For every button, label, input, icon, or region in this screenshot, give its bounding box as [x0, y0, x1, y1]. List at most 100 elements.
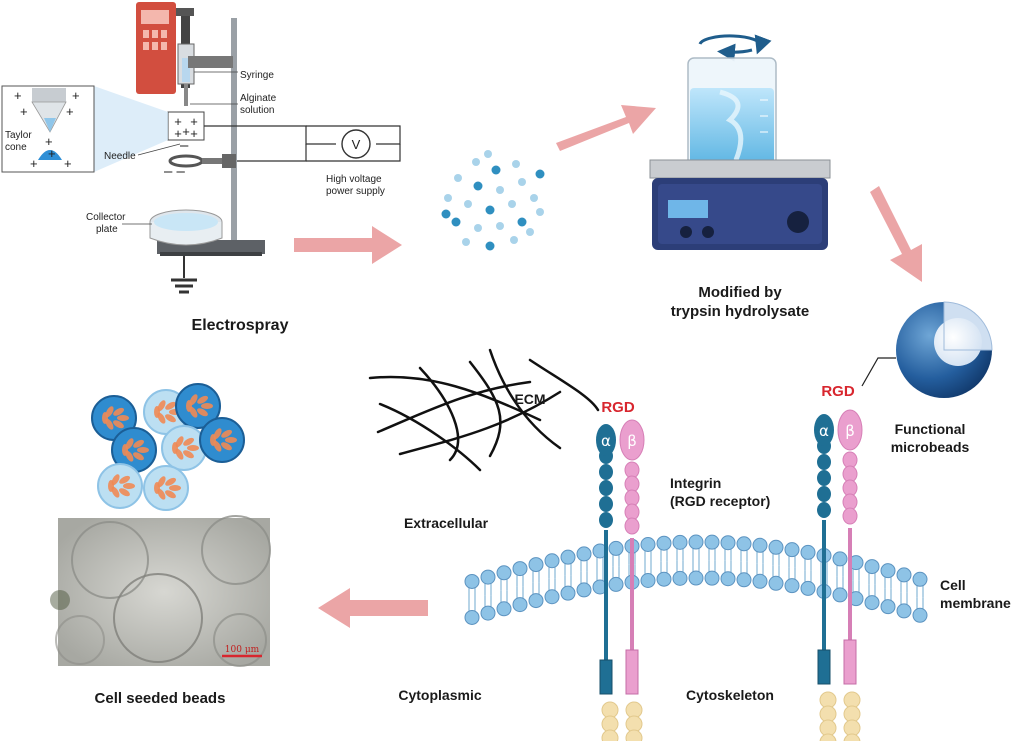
lipid-head: [672, 570, 688, 586]
lipid-head: [736, 572, 752, 588]
cytoskeleton-bead: [819, 733, 837, 741]
voltmeter-label: V: [352, 137, 361, 152]
voltmeter: [341, 129, 371, 159]
svg-text:+: +: [45, 134, 53, 149]
lipid-head: [496, 601, 512, 617]
lipid-head: [752, 573, 768, 589]
lipid-head: [560, 585, 576, 601]
alpha-subunit-label: α: [601, 432, 611, 450]
lipid-head: [736, 536, 752, 552]
needle-label: Needle: [104, 151, 136, 162]
lipid-head: [864, 559, 880, 575]
cytoskeleton-label: Cytoskeleton: [686, 687, 774, 703]
droplet: [464, 200, 472, 208]
lipid-head: [784, 542, 800, 558]
arrow-to-beaker: [556, 105, 656, 151]
lipid-head: [512, 561, 528, 577]
lipid-head: [832, 587, 848, 603]
arrow-to-cell-seeded: [318, 588, 428, 628]
alpha-chain-segment: [599, 464, 613, 480]
svg-text:+: +: [48, 146, 56, 161]
syringe: [177, 43, 233, 106]
lipid-head: [880, 563, 896, 579]
droplet: [496, 186, 504, 194]
lipid-head: [880, 599, 896, 615]
droplet: [473, 181, 483, 191]
lipid-head: [640, 572, 656, 588]
droplet: [441, 209, 451, 219]
alpha-chain-segment: [817, 454, 831, 470]
cytoskeleton-bead: [601, 729, 619, 741]
cell-membrane-bilayer: [464, 534, 928, 625]
droplet: [517, 217, 527, 227]
lipid-head: [576, 546, 592, 562]
cell-seeded-beads-title: Cell seeded beads: [95, 690, 226, 707]
cytoskeleton-bead: [843, 733, 861, 741]
svg-text:– –: – –: [164, 163, 186, 180]
scale-bar-label: 100 μm: [225, 645, 260, 655]
lipid-head: [896, 567, 912, 583]
alpha-chain-segment: [817, 486, 831, 502]
alginate-droplets: [441, 150, 545, 251]
alpha-chain-segment: [599, 480, 613, 496]
lipid-head: [720, 535, 736, 551]
svg-text:+: +: [182, 124, 190, 139]
droplet: [451, 217, 461, 227]
lipid-head: [768, 575, 784, 591]
droplet: [484, 150, 492, 158]
svg-text:solution: solution: [240, 105, 274, 116]
svg-text:(RGD receptor): (RGD receptor): [670, 493, 770, 509]
svg-text:+: +: [174, 126, 182, 141]
ecm-fibers: [368, 348, 600, 472]
taylor-cone-inset: + + + + + + + + Taylor cone: [1, 85, 168, 173]
svg-text:+: +: [190, 126, 198, 141]
cell-laden-bead: [199, 417, 245, 463]
lipid-head: [704, 534, 720, 550]
cell-membrane-label: Cell: [940, 577, 966, 593]
lipid-head: [784, 578, 800, 594]
svg-text:power supply: power supply: [326, 186, 385, 197]
svg-text:+: +: [14, 88, 22, 103]
svg-text:trypsin hydrolysate: trypsin hydrolysate: [671, 303, 809, 320]
needle-charge-box: + + + + +: [167, 111, 205, 141]
functional-microbead: [861, 301, 993, 398]
integrin-label: Integrin: [670, 475, 721, 491]
ring-electrode: [168, 154, 204, 168]
beta-chain-segment: [842, 507, 858, 525]
lipid-head: [752, 537, 768, 553]
lipid-head: [496, 565, 512, 581]
lipid-head: [544, 553, 560, 569]
modification-label: Modified by: [698, 284, 782, 301]
droplet: [510, 236, 518, 244]
lipid-head: [688, 534, 704, 550]
stand-pole: [231, 18, 237, 248]
lipid-head: [576, 582, 592, 598]
lipid-head: [720, 571, 736, 587]
syringe-label: Syringe: [240, 70, 274, 81]
droplet: [535, 169, 545, 179]
droplet: [536, 208, 544, 216]
lipid-head: [608, 540, 624, 556]
svg-text:membrane: membrane: [940, 595, 1011, 611]
microbeads-label: Functional: [895, 421, 966, 437]
magnetic-stirrer-beaker: [649, 34, 831, 250]
droplet: [530, 194, 538, 202]
lipid-head: [464, 609, 480, 625]
svg-text:microbeads: microbeads: [891, 439, 970, 455]
lipid-head: [528, 557, 544, 573]
arrow-to-microbeads: [870, 186, 922, 282]
cell-laden-bead: [97, 463, 143, 509]
lipid-head: [656, 571, 672, 587]
droplet: [512, 160, 520, 168]
svg-text:plate: plate: [96, 224, 118, 235]
microbead-rgd-label: RGD: [821, 383, 855, 400]
electrospray-title: Electrospray: [192, 317, 289, 334]
droplet: [472, 158, 480, 166]
lipid-head: [800, 580, 816, 596]
collector-plate: [149, 209, 223, 246]
beta-subunit-label: β: [845, 422, 855, 440]
alpha-chain-segment: [817, 470, 831, 486]
droplet: [496, 222, 504, 230]
lipid-head: [480, 569, 496, 585]
